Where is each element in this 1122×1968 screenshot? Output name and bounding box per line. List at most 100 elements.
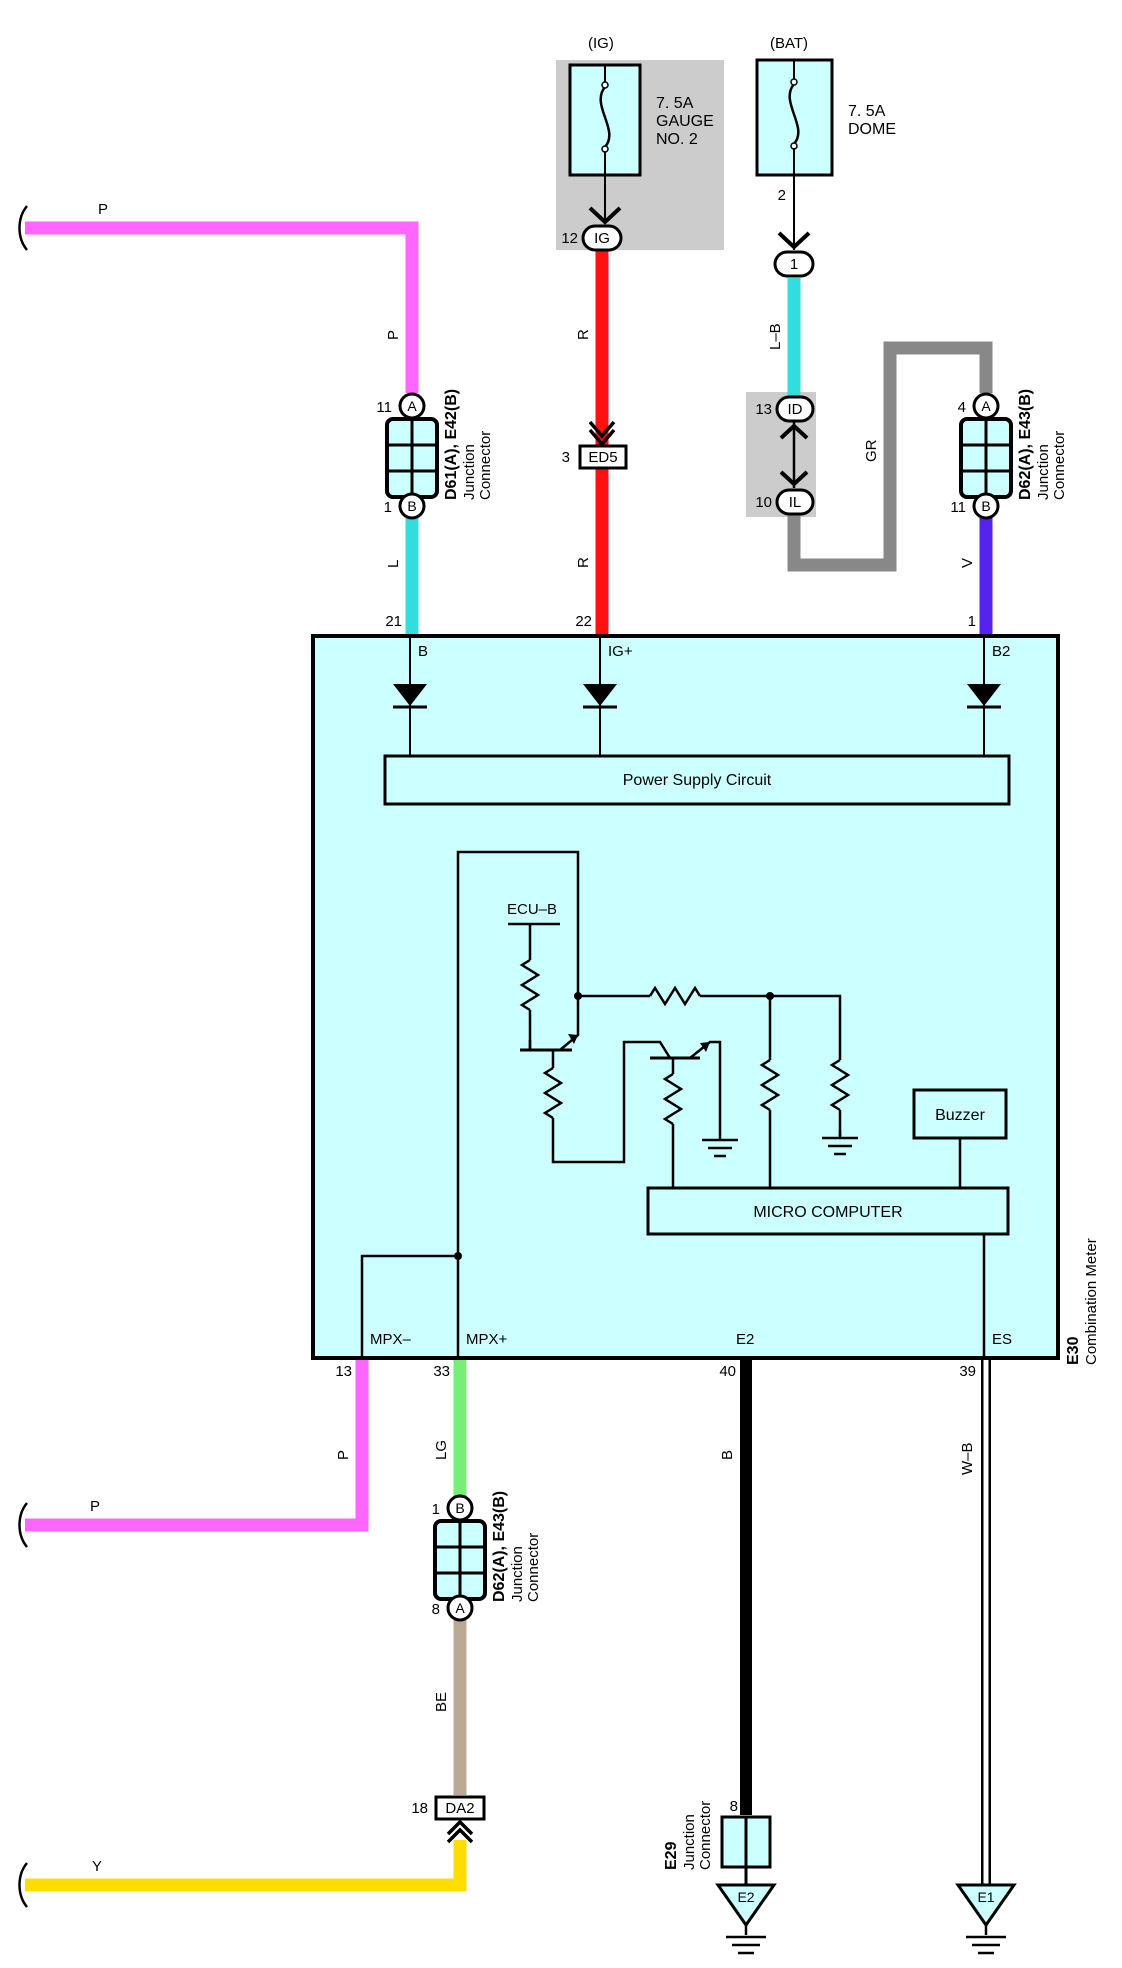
meter-terminal-b2: B2 (992, 643, 1010, 660)
power-supply-circuit (383, 754, 1011, 806)
combination-meter (311, 634, 1060, 1360)
wire-top-p (25, 221, 419, 393)
wire-label-bottom-p-vertical: P (335, 1450, 352, 1460)
ig-supply-label: (IG) (588, 35, 614, 52)
il-terminal-label: IL (789, 494, 802, 511)
buzzer (912, 1088, 1008, 1140)
id-pin: 13 (755, 401, 772, 418)
junction-left-b: B (407, 498, 416, 514)
ig-pin: 12 (561, 230, 578, 247)
ground-e1 (955, 1883, 1017, 1955)
meter-pin-b: 21 (385, 613, 402, 630)
bat-terminal-label: 1 (790, 256, 798, 273)
wire-label-v: V (959, 558, 976, 568)
break-mark-top (18, 205, 29, 251)
bat-fuse-amp: 7. 5A (848, 103, 886, 120)
bat-supply-label: (BAT) (770, 35, 808, 52)
meter-pin-e2: 40 (719, 1363, 736, 1380)
ground-e1-label: E1 (977, 1889, 994, 1905)
id-terminal-label: ID (788, 401, 803, 418)
e29-line1: Junction (681, 1814, 698, 1870)
ed5-arrow-2 (588, 428, 616, 447)
e29-pin: 8 (730, 1798, 738, 1815)
junction-right-b: B (981, 498, 990, 514)
bat-fuse-name: DOME (848, 121, 896, 138)
junction-bottom-a: A (455, 1600, 465, 1616)
wire-y (25, 1840, 467, 1892)
ed5-arrow-1 (588, 420, 616, 439)
meter-terminal-igplus: IG+ (608, 643, 633, 660)
meter-pin-mpx-minus: 13 (335, 1363, 352, 1380)
junction-left-pin-a: 11 (376, 399, 392, 416)
wire-label-y: Y (92, 1858, 102, 1875)
il-chevron (779, 470, 809, 487)
micro-computer (646, 1186, 1010, 1236)
diode-b2 (967, 684, 1001, 709)
junction-right-code: D62(A), E43(B) (1017, 389, 1034, 500)
junction-right-pin-b: 11 (950, 499, 966, 516)
wire-label-gr: GR (863, 439, 880, 462)
ig-fuse-name-2: NO. 2 (656, 131, 698, 148)
junction-bottom-code: D62(A), E43(B) (491, 1491, 508, 1602)
wire-label-be: BE (433, 1692, 450, 1712)
ed5-terminal (578, 444, 628, 470)
ig-fuse-amp: 7. 5A (656, 95, 694, 112)
id-chevron (779, 423, 809, 440)
da2-pin: 18 (411, 1800, 428, 1817)
wire-label-b: B (719, 1450, 736, 1460)
meter-pin-b2: 1 (968, 613, 976, 630)
power-supply-label: Power Supply Circuit (623, 772, 772, 789)
junction-dot-2 (766, 992, 774, 1000)
junction-bottom-b: B (455, 1500, 464, 1516)
junction-left-line2: Connector (477, 431, 494, 500)
da2-arrow-1 (446, 1819, 474, 1836)
wire-gr (787, 341, 993, 572)
ig-fuse (568, 63, 642, 220)
meter-terminal-es: ES (992, 1331, 1012, 1348)
junction-left-code: D61(A), E42(B) (443, 389, 460, 500)
junction-right-line2: Connector (1051, 431, 1068, 500)
diode-igplus (583, 684, 617, 709)
internal-ground-2 (822, 1130, 858, 1156)
e29-line2: Connector (697, 1801, 714, 1870)
ig-arrow (588, 206, 622, 225)
junction-dot-3 (454, 1252, 462, 1260)
bat-fuse (755, 58, 834, 250)
junction-bottom-line1: Junction (509, 1546, 526, 1602)
wire-label-l: L (385, 560, 402, 568)
e29-code: E29 (663, 1841, 680, 1870)
internal-ground-1 (702, 1130, 738, 1158)
wire-label-wb: W–B (959, 1442, 976, 1475)
junction-dot-1 (574, 992, 582, 1000)
meter-terminal-mpx-plus: MPX+ (466, 1331, 508, 1348)
junction-right-a: A (981, 398, 991, 414)
wire-label-lg: LG (433, 1440, 450, 1460)
meter-name: Combination Meter (1083, 1238, 1100, 1365)
junction-bottom-pin-b: 1 (432, 1501, 440, 1518)
junction-bottom-line2: Connector (525, 1533, 542, 1602)
wire-bottom-p (25, 1358, 369, 1532)
junction-left-line1: Junction (461, 444, 478, 500)
bat-arrow (777, 231, 811, 250)
bat-pin-out: 2 (778, 187, 786, 204)
meter-terminal-b: B (418, 643, 428, 660)
meter-pin-es: 39 (959, 1363, 976, 1380)
ed5-terminal-label: ED5 (588, 449, 617, 466)
internal-circuit (360, 850, 986, 1358)
diode-b (393, 684, 427, 709)
ig-fuse-name-1: GAUGE (656, 113, 714, 130)
wire-label-r-lower: R (575, 557, 592, 568)
micro-computer-label: MICRO COMPUTER (753, 1204, 902, 1221)
junction-right-line1: Junction (1035, 444, 1052, 500)
break-mark-mid (18, 1502, 29, 1548)
wire-label-bottom-p: P (90, 1498, 100, 1515)
da2-terminal-label: DA2 (445, 1800, 474, 1817)
junction-right-pin-a: 4 (958, 399, 966, 416)
il-terminal (775, 488, 815, 516)
wire-label-top-p: P (98, 201, 108, 218)
ig-terminal (581, 224, 623, 252)
junction-connector-bottom (433, 1494, 487, 1622)
il-pin: 10 (755, 494, 772, 511)
da2-terminal (434, 1795, 486, 1821)
transistor-1-arrow (568, 1034, 578, 1044)
